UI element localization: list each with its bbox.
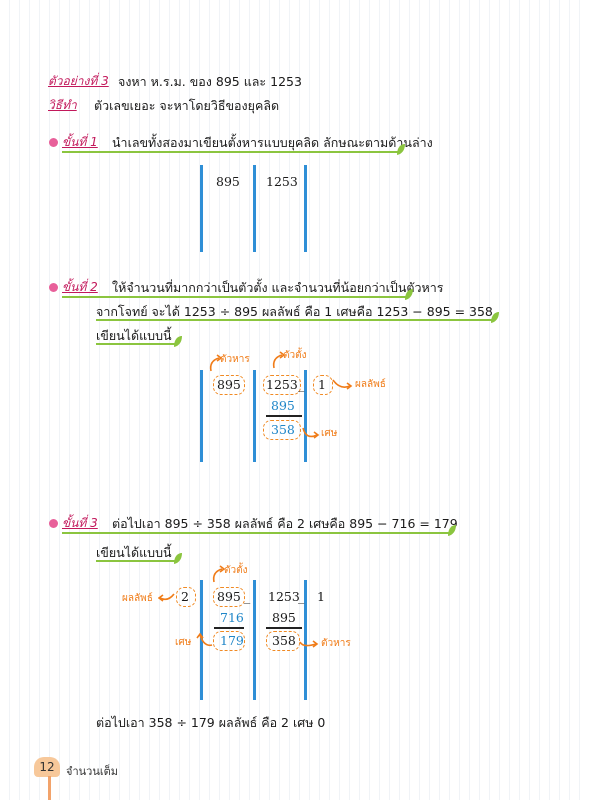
footer-bar — [48, 776, 51, 800]
divisor-box — [266, 631, 300, 651]
bullet-icon — [49, 283, 58, 292]
step3-left-rem: 179 — [220, 633, 244, 648]
arrow-icon — [196, 633, 213, 647]
remainder-box — [263, 420, 301, 440]
arrow-icon — [302, 427, 320, 439]
subtraction-rule — [214, 627, 244, 629]
step1-underline — [62, 151, 398, 153]
step2-underline-3 — [96, 343, 176, 345]
remainder-label: เศษ — [175, 637, 192, 648]
step2-sub: 895 — [271, 398, 295, 413]
divisor-label: ตัวหาร — [220, 354, 250, 365]
leaf-icon — [405, 289, 413, 300]
remainder-label: เศษ — [321, 428, 338, 439]
division-line — [253, 580, 256, 700]
dividend-label: ตัวตั้ง — [283, 350, 307, 361]
step3-minus-2: _ — [298, 589, 305, 604]
quotient-box — [176, 587, 196, 607]
step3-underline — [62, 532, 450, 534]
leaf-icon — [397, 144, 405, 155]
quotient-label: ผลลัพธ์ — [122, 593, 153, 604]
step2-label: ขั้นที่ 2 — [62, 280, 98, 294]
division-line — [304, 370, 307, 462]
step2-quotient: 1 — [318, 377, 326, 392]
step3-left-top: 895 — [217, 589, 241, 604]
step3-mid-rem: 358 — [272, 633, 296, 648]
step3-quotient: 2 — [181, 589, 189, 604]
quotient-box — [313, 375, 333, 395]
step3-mid-sub: 895 — [272, 610, 296, 625]
step2-text: ให้จำนวนที่มากกว่าเป็นตัวตั้ง และจำนวนที… — [112, 280, 444, 295]
step3-label: ขั้นที่ 3 — [62, 516, 98, 530]
division-line — [200, 370, 203, 462]
example-label: ตัวอย่างที่ 3 — [48, 74, 109, 88]
dividend-box — [213, 587, 245, 607]
step2-minus: _ — [298, 377, 305, 392]
step1-label: ขั้นที่ 1 — [62, 135, 98, 149]
step3-minus: _ — [244, 589, 251, 604]
division-line — [200, 165, 203, 252]
step3-left-sub: 716 — [220, 610, 244, 625]
arrow-icon — [158, 593, 175, 602]
step2-equation: จากโจทย์ จะได้ 1253 ÷ 895 ผลลัพธ์ คือ 1 … — [96, 304, 493, 319]
step1-right-number: 1253 — [266, 174, 298, 189]
page-number: 12 — [34, 757, 60, 777]
remainder-box — [213, 631, 245, 651]
arrow-icon — [299, 640, 319, 648]
divisor-label: ตัวหาร — [321, 638, 351, 649]
division-line — [304, 580, 307, 700]
leaf-icon — [174, 336, 182, 347]
conclusion-text: ต่อไปเอา 358 ÷ 179 ผลลัพธ์ คือ 2 เศษ 0 — [96, 715, 326, 730]
step2-underline-2 — [96, 319, 494, 321]
arrow-icon — [272, 351, 286, 369]
step1-text: นำเลขทั้งสองมาเขียนตั้งหารแบบยุคลิด ลักษ… — [112, 135, 433, 150]
method-label: วิธีทำ — [48, 98, 77, 112]
step3-right-quotient: 1 — [317, 589, 325, 604]
step3-mid-top: 1253 — [268, 589, 300, 604]
dividend-box — [263, 375, 301, 395]
step2-write-text: เขียนได้แบบนี้ — [96, 328, 172, 343]
step3-underline-2 — [96, 560, 176, 562]
step2-divisor: 895 — [217, 377, 241, 392]
method-text: ตัวเลขเยอะ จะหาโดยวิธีของยุคลิด — [94, 98, 280, 113]
quotient-label: ผลลัพธ์ — [355, 379, 386, 390]
chapter-title: จำนวนเต็ม — [66, 765, 118, 778]
dividend-label: ตัวตั้ง — [224, 565, 248, 576]
step2-remainder: 358 — [271, 422, 295, 437]
step3-text: ต่อไปเอา 895 ÷ 358 ผลลัพธ์ คือ 2 เศษคือ … — [112, 516, 458, 531]
divisor-box — [213, 375, 245, 395]
division-line — [304, 165, 307, 252]
leaf-icon — [491, 312, 499, 323]
step2-dividend: 1253 — [266, 377, 298, 392]
arrow-icon — [212, 565, 226, 583]
arrow-icon — [332, 379, 353, 390]
subtraction-rule — [266, 627, 302, 629]
step3-write-text: เขียนได้แบบนี้ — [96, 545, 172, 560]
subtraction-rule — [266, 415, 302, 417]
division-line — [253, 370, 256, 462]
bullet-icon — [49, 519, 58, 528]
leaf-icon — [448, 525, 456, 536]
arrow-icon — [209, 354, 223, 372]
division-line — [253, 165, 256, 252]
step2-underline — [62, 296, 407, 298]
bullet-icon — [49, 138, 58, 147]
problem-text: จงหา ห.ร.ม. ของ 895 และ 1253 — [118, 74, 302, 89]
leaf-icon — [174, 553, 182, 564]
step1-left-number: 895 — [216, 174, 240, 189]
